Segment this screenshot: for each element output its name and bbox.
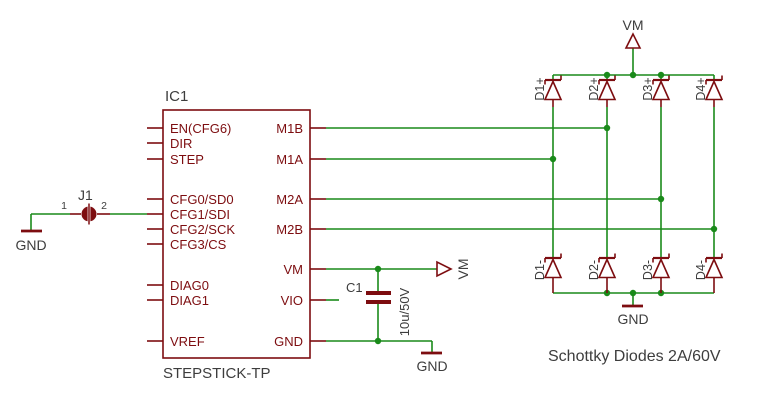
diode-label-d4-plus: D4+ [694, 77, 708, 100]
gnd-label-diodes: GND [617, 311, 648, 327]
pin-label-diag0: DIAG0 [170, 278, 209, 293]
capacitor-designator: C1 [346, 280, 363, 295]
jumper-pin2-number: 2 [101, 200, 107, 212]
diode-array-caption: Schottky Diodes 2A/60V [548, 348, 721, 365]
capacitor-c1-symbol [366, 291, 391, 304]
ic-value: STEPSTICK-TP [163, 365, 271, 382]
capacitor-value: 10u/50V [397, 287, 412, 336]
diode-label-d2-plus: D2+ [587, 77, 601, 100]
junction-dots [374, 71, 718, 345]
pin-label-en-cfg6: EN(CFG6) [170, 121, 231, 136]
diode-d1-minus [543, 253, 563, 293]
pin-label-dir: DIR [170, 136, 192, 151]
pin-label-vref: VREF [170, 334, 205, 349]
pin-label-cfg3-cs: CFG3/CS [170, 237, 227, 252]
diode-label-d1-plus: D1+ [533, 77, 547, 100]
ic-designator: IC1 [165, 88, 188, 105]
diode-label-d3-plus: D3+ [641, 77, 655, 100]
vm-supply-top [624, 32, 642, 49]
jumper-pin1-number: 1 [61, 200, 67, 212]
jumper-j1-symbol [70, 203, 110, 225]
pin-label-cfg0-sd0: CFG0/SD0 [170, 192, 234, 207]
net-wires [30, 48, 715, 353]
diode-d4-minus [704, 253, 724, 293]
pin-label-vm: VM [284, 262, 304, 277]
pin-label-m2a: M2A [276, 192, 303, 207]
pin-label-m2b: M2B [276, 222, 303, 237]
diode-d4-plus [704, 75, 724, 107]
pin-label-cfg1-sdi: CFG1/SDI [170, 207, 230, 222]
pin-label-m1b: M1B [276, 121, 303, 136]
jumper-designator: J1 [78, 187, 93, 203]
ic-left-pin-stubs [147, 127, 163, 342]
diode-d2-minus [597, 253, 617, 293]
pin-label-cfg2-sck: CFG2/SCK [170, 222, 235, 237]
pin-label-step: STEP [170, 152, 204, 167]
diode-d2-plus [597, 75, 617, 107]
diode-d3-plus [651, 75, 671, 107]
vm-label-ic: VM [455, 259, 471, 280]
pin-label-m1a: M1A [276, 152, 303, 167]
diode-label-d2-minus: D2- [587, 260, 601, 280]
ic-right-pin-stubs [310, 127, 326, 342]
pin-label-vio: VIO [281, 293, 303, 308]
diode-d1-plus [543, 75, 563, 107]
gnd-label-ic: GND [416, 358, 447, 374]
pin-label-diag1: DIAG1 [170, 293, 209, 308]
vm-label-top: VM [623, 17, 644, 33]
diode-label-d3-minus: D3- [641, 260, 655, 280]
pin-label-gnd: GND [274, 334, 303, 349]
gnd-label-left: GND [15, 237, 46, 253]
diode-label-d4-minus: D4- [694, 260, 708, 280]
vm-supply-ic [436, 260, 453, 278]
ic-symbol: EN(CFG6) DIR STEP CFG0/SD0 CFG1/SDI CFG2… [147, 109, 326, 359]
diode-label-d1-minus: D1- [533, 260, 547, 280]
diode-d3-minus [651, 253, 671, 293]
